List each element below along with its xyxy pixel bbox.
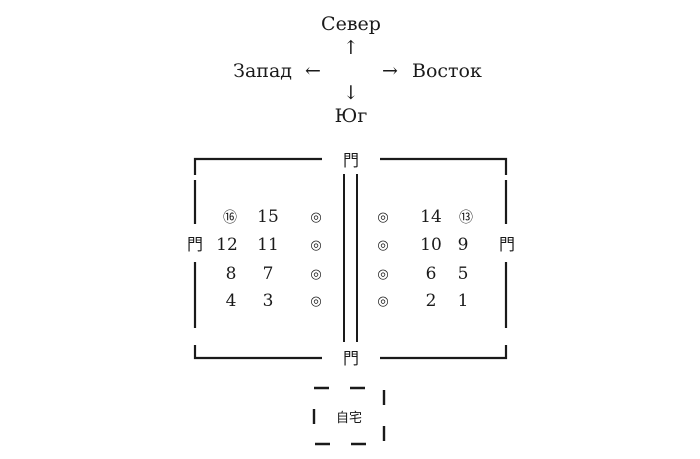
- left-cell-r3c1: 8: [226, 264, 237, 284]
- house-label: 自宅: [336, 411, 362, 426]
- right-block: ◎ 14 ⑬ ◎ 10 9 ◎ 6 5 ◎ 2 1: [377, 207, 473, 311]
- central-path: [343, 174, 358, 342]
- compass-east-label: Восток: [412, 60, 482, 82]
- left-cell-r4c3: ◎: [310, 294, 321, 309]
- wall-top-right: [380, 157, 508, 175]
- compass-north-label: Север: [321, 13, 381, 35]
- right-cell-r4c2: 2: [426, 291, 437, 311]
- gate-bottom-label: 門: [343, 349, 359, 368]
- right-cell-r1c1: ◎: [377, 210, 388, 225]
- gate-top-label: 門: [343, 151, 359, 170]
- right-cell-r2c1: ◎: [377, 238, 388, 253]
- right-cell-r4c3: 1: [458, 291, 469, 311]
- right-cell-r3c1: ◎: [377, 267, 388, 282]
- wall-top-left: [193, 157, 322, 175]
- left-cell-r1c1: ⑯: [223, 210, 237, 226]
- compass: Север ↑ Запад ← → Восток ↓ Юг: [233, 13, 482, 127]
- gate-right-label: 門: [499, 235, 515, 254]
- arrow-down-icon: ↓: [343, 82, 359, 104]
- wall-bottom-right: [380, 345, 508, 360]
- left-cell-r2c3: ◎: [310, 238, 321, 253]
- left-cell-r4c1: 4: [226, 291, 237, 311]
- left-cell-r2c1: 12: [216, 235, 238, 255]
- left-cell-r3c2: 7: [263, 264, 274, 284]
- right-cell-r4c1: ◎: [377, 294, 388, 309]
- right-cell-r1c3: ⑬: [459, 210, 473, 226]
- right-cell-r3c3: 5: [458, 264, 469, 284]
- left-cell-r1c2: 15: [257, 207, 279, 227]
- arrow-up-icon: ↑: [343, 37, 359, 59]
- arrow-left-icon: ←: [305, 60, 321, 82]
- enclosure-walls: [193, 157, 508, 360]
- right-cell-r2c2: 10: [420, 235, 442, 255]
- left-cell-r4c2: 3: [263, 291, 274, 311]
- left-cell-r3c3: ◎: [310, 267, 321, 282]
- left-cell-r1c3: ◎: [310, 210, 321, 225]
- compass-west-label: Запад: [233, 60, 292, 82]
- wall-bottom-left: [193, 345, 322, 360]
- left-block: ⑯ 15 ◎ 12 11 ◎ 8 7 ◎ 4 3 ◎: [216, 207, 321, 311]
- gate-left-label: 門: [187, 235, 203, 254]
- compass-south-label: Юг: [335, 105, 368, 127]
- left-cell-r2c2: 11: [257, 235, 279, 255]
- arrow-right-icon: →: [382, 60, 398, 82]
- right-cell-r1c2: 14: [420, 207, 442, 227]
- right-cell-r3c2: 6: [426, 264, 437, 284]
- house-outline: [312, 386, 386, 446]
- house-box: 自宅: [312, 386, 386, 446]
- right-cell-r2c3: 9: [458, 235, 469, 255]
